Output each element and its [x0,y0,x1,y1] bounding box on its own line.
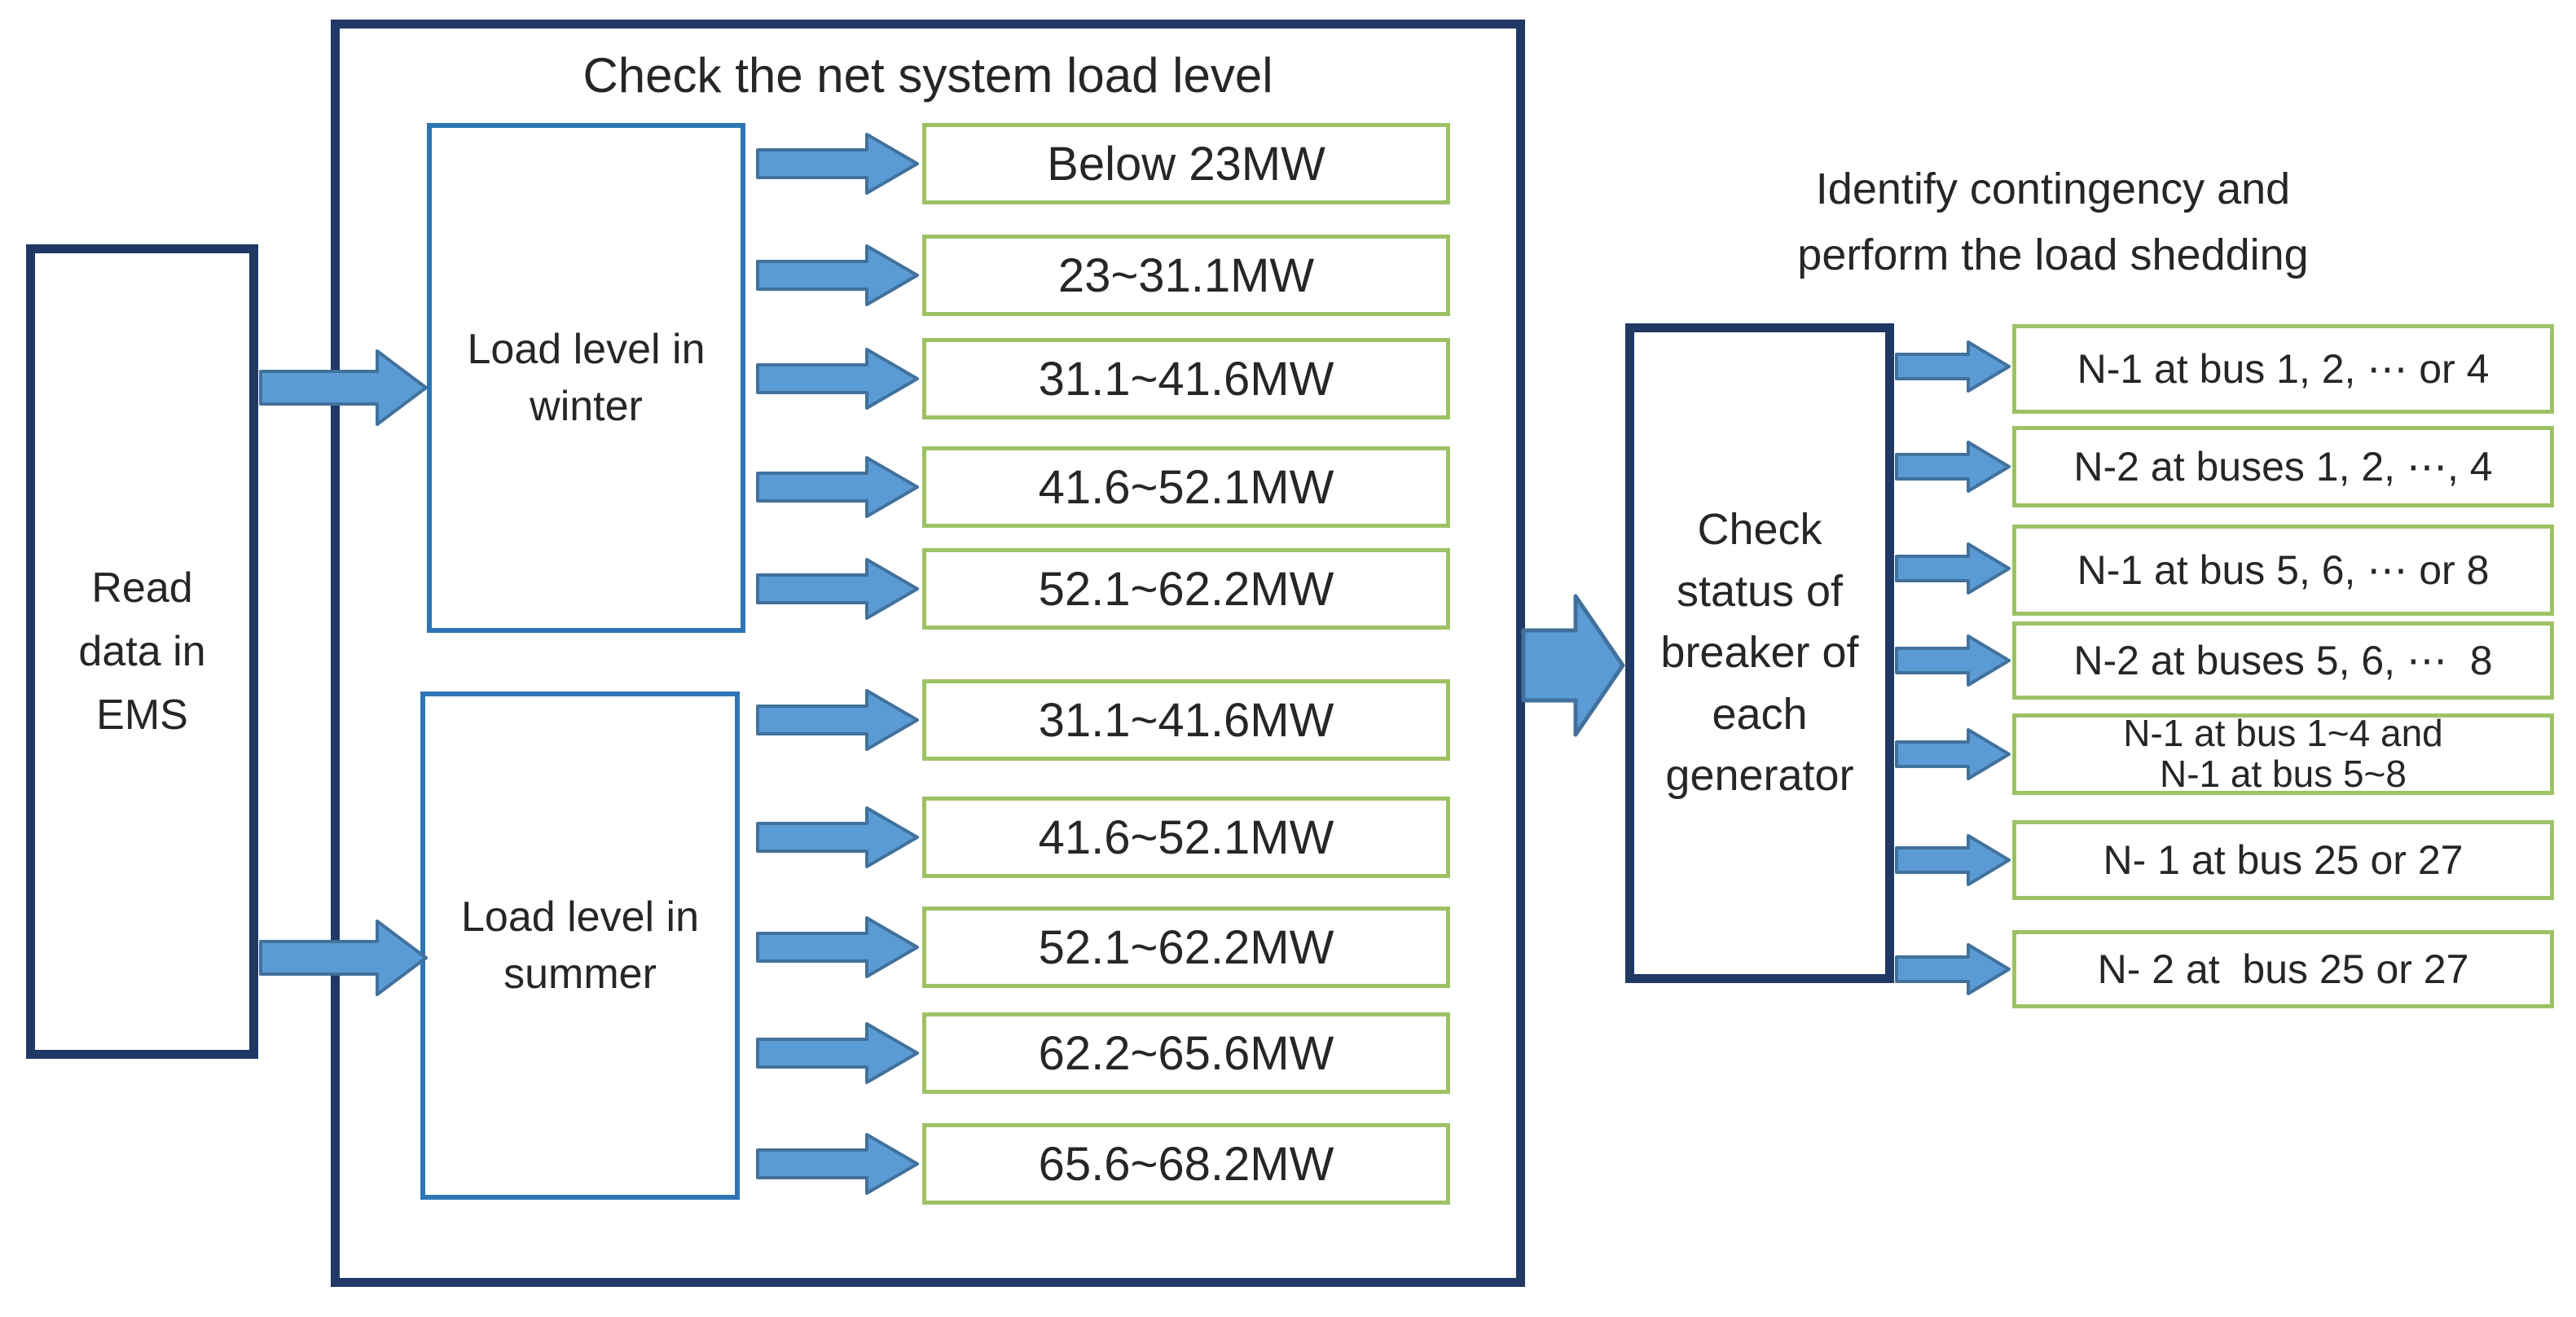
flow-arrow-icon [756,916,919,978]
load-range-box: 65.6~68.2MW [922,1123,1450,1205]
read-data-box: Read data in EMS [26,244,258,1059]
flow-arrow-icon [1895,943,2011,995]
load-range-label: 52.1~62.2MW [1038,562,1334,616]
check-breaker-label: Check status of breaker of each generato… [1660,505,1859,801]
check-breaker-box: Check status of breaker of each generato… [1625,323,1894,983]
contingency-label: N-1 at bus 1~4 and N-1 at bus 5~8 [2123,712,2443,795]
contingency-title-line1: Identify contingency and [1815,165,2291,213]
contingency-box: N-2 at buses 1, 2, ⋯, 4 [2012,426,2554,507]
load-range-label: Below 23MW [1047,137,1325,191]
load-range-label: 52.1~62.2MW [1038,920,1334,974]
net-load-title: Check the net system load level [582,48,1273,103]
summer-box-label: Load level in summer [461,893,699,998]
load-range-box: 23~31.1MW [922,235,1450,316]
load-range-label: 31.1~41.6MW [1038,693,1334,747]
flow-arrow-icon [259,349,428,426]
flow-arrow-icon [259,920,428,996]
flow-arrow-icon [1895,441,2011,493]
contingency-label: N-1 at bus 1, 2, ⋯ or 4 [2077,346,2490,392]
load-range-box: 52.1~62.2MW [922,907,1450,988]
load-range-label: 41.6~52.1MW [1038,810,1334,864]
flow-arrow-icon [1895,542,2011,595]
read-data-label: Read data in EMS [78,564,206,739]
contingency-box: N-1 at bus 1~4 and N-1 at bus 5~8 [2012,713,2554,795]
winter-box-label: Load level in winter [467,325,706,430]
contingency-box: N- 1 at bus 25 or 27 [2012,820,2554,900]
flow-arrow-icon [756,806,919,868]
flow-arrow-icon [1895,340,2011,393]
flow-arrow-icon [756,348,919,410]
flow-arrow-icon [756,244,919,306]
load-range-label: 23~31.1MW [1057,248,1315,302]
load-range-box: 31.1~41.6MW [922,679,1450,761]
flow-arrow-icon [1895,728,2011,780]
contingency-label: N-2 at buses 5, 6, ⋯ 8 [2073,638,2493,683]
flow-arrow-icon [1521,594,1625,737]
winter-box: Load level in winter [427,123,745,633]
contingency-box: N- 2 at bus 25 or 27 [2012,930,2554,1008]
contingency-title: Identify contingency and perform the loa… [1735,156,2371,288]
contingency-label: N-2 at buses 1, 2, ⋯, 4 [2073,444,2493,489]
flow-arrow-icon [1895,834,2011,886]
load-range-label: 65.6~68.2MW [1038,1137,1334,1191]
flow-arrow-icon [756,689,919,751]
load-range-box: 41.6~52.1MW [922,797,1450,878]
contingency-label: N- 2 at bus 25 or 27 [2097,946,2469,992]
contingency-title-line2: perform the load shedding [1797,230,2309,279]
contingency-label: N-1 at bus 5, 6, ⋯ or 8 [2077,547,2490,593]
flow-arrow-icon [756,558,919,620]
load-range-box: Below 23MW [922,123,1450,204]
load-range-label: 62.2~65.6MW [1038,1026,1334,1080]
flow-arrow-icon [1895,634,2011,687]
load-range-box: 52.1~62.2MW [922,548,1450,630]
contingency-box: N-2 at buses 5, 6, ⋯ 8 [2012,621,2554,700]
flow-arrow-icon [756,1133,919,1195]
load-range-box: 62.2~65.6MW [922,1012,1450,1094]
load-range-box: 31.1~41.6MW [922,338,1450,419]
flow-arrow-icon [756,1022,919,1084]
flow-arrow-icon [756,456,919,518]
load-range-label: 31.1~41.6MW [1038,352,1334,406]
load-range-label: 41.6~52.1MW [1038,460,1334,514]
contingency-box: N-1 at bus 5, 6, ⋯ or 8 [2012,525,2554,616]
contingency-label: N- 1 at bus 25 or 27 [2103,837,2464,883]
load-range-box: 41.6~52.1MW [922,446,1450,528]
contingency-box: N-1 at bus 1, 2, ⋯ or 4 [2012,324,2554,414]
flow-arrow-icon [756,133,919,195]
summer-box: Load level in summer [420,691,740,1200]
